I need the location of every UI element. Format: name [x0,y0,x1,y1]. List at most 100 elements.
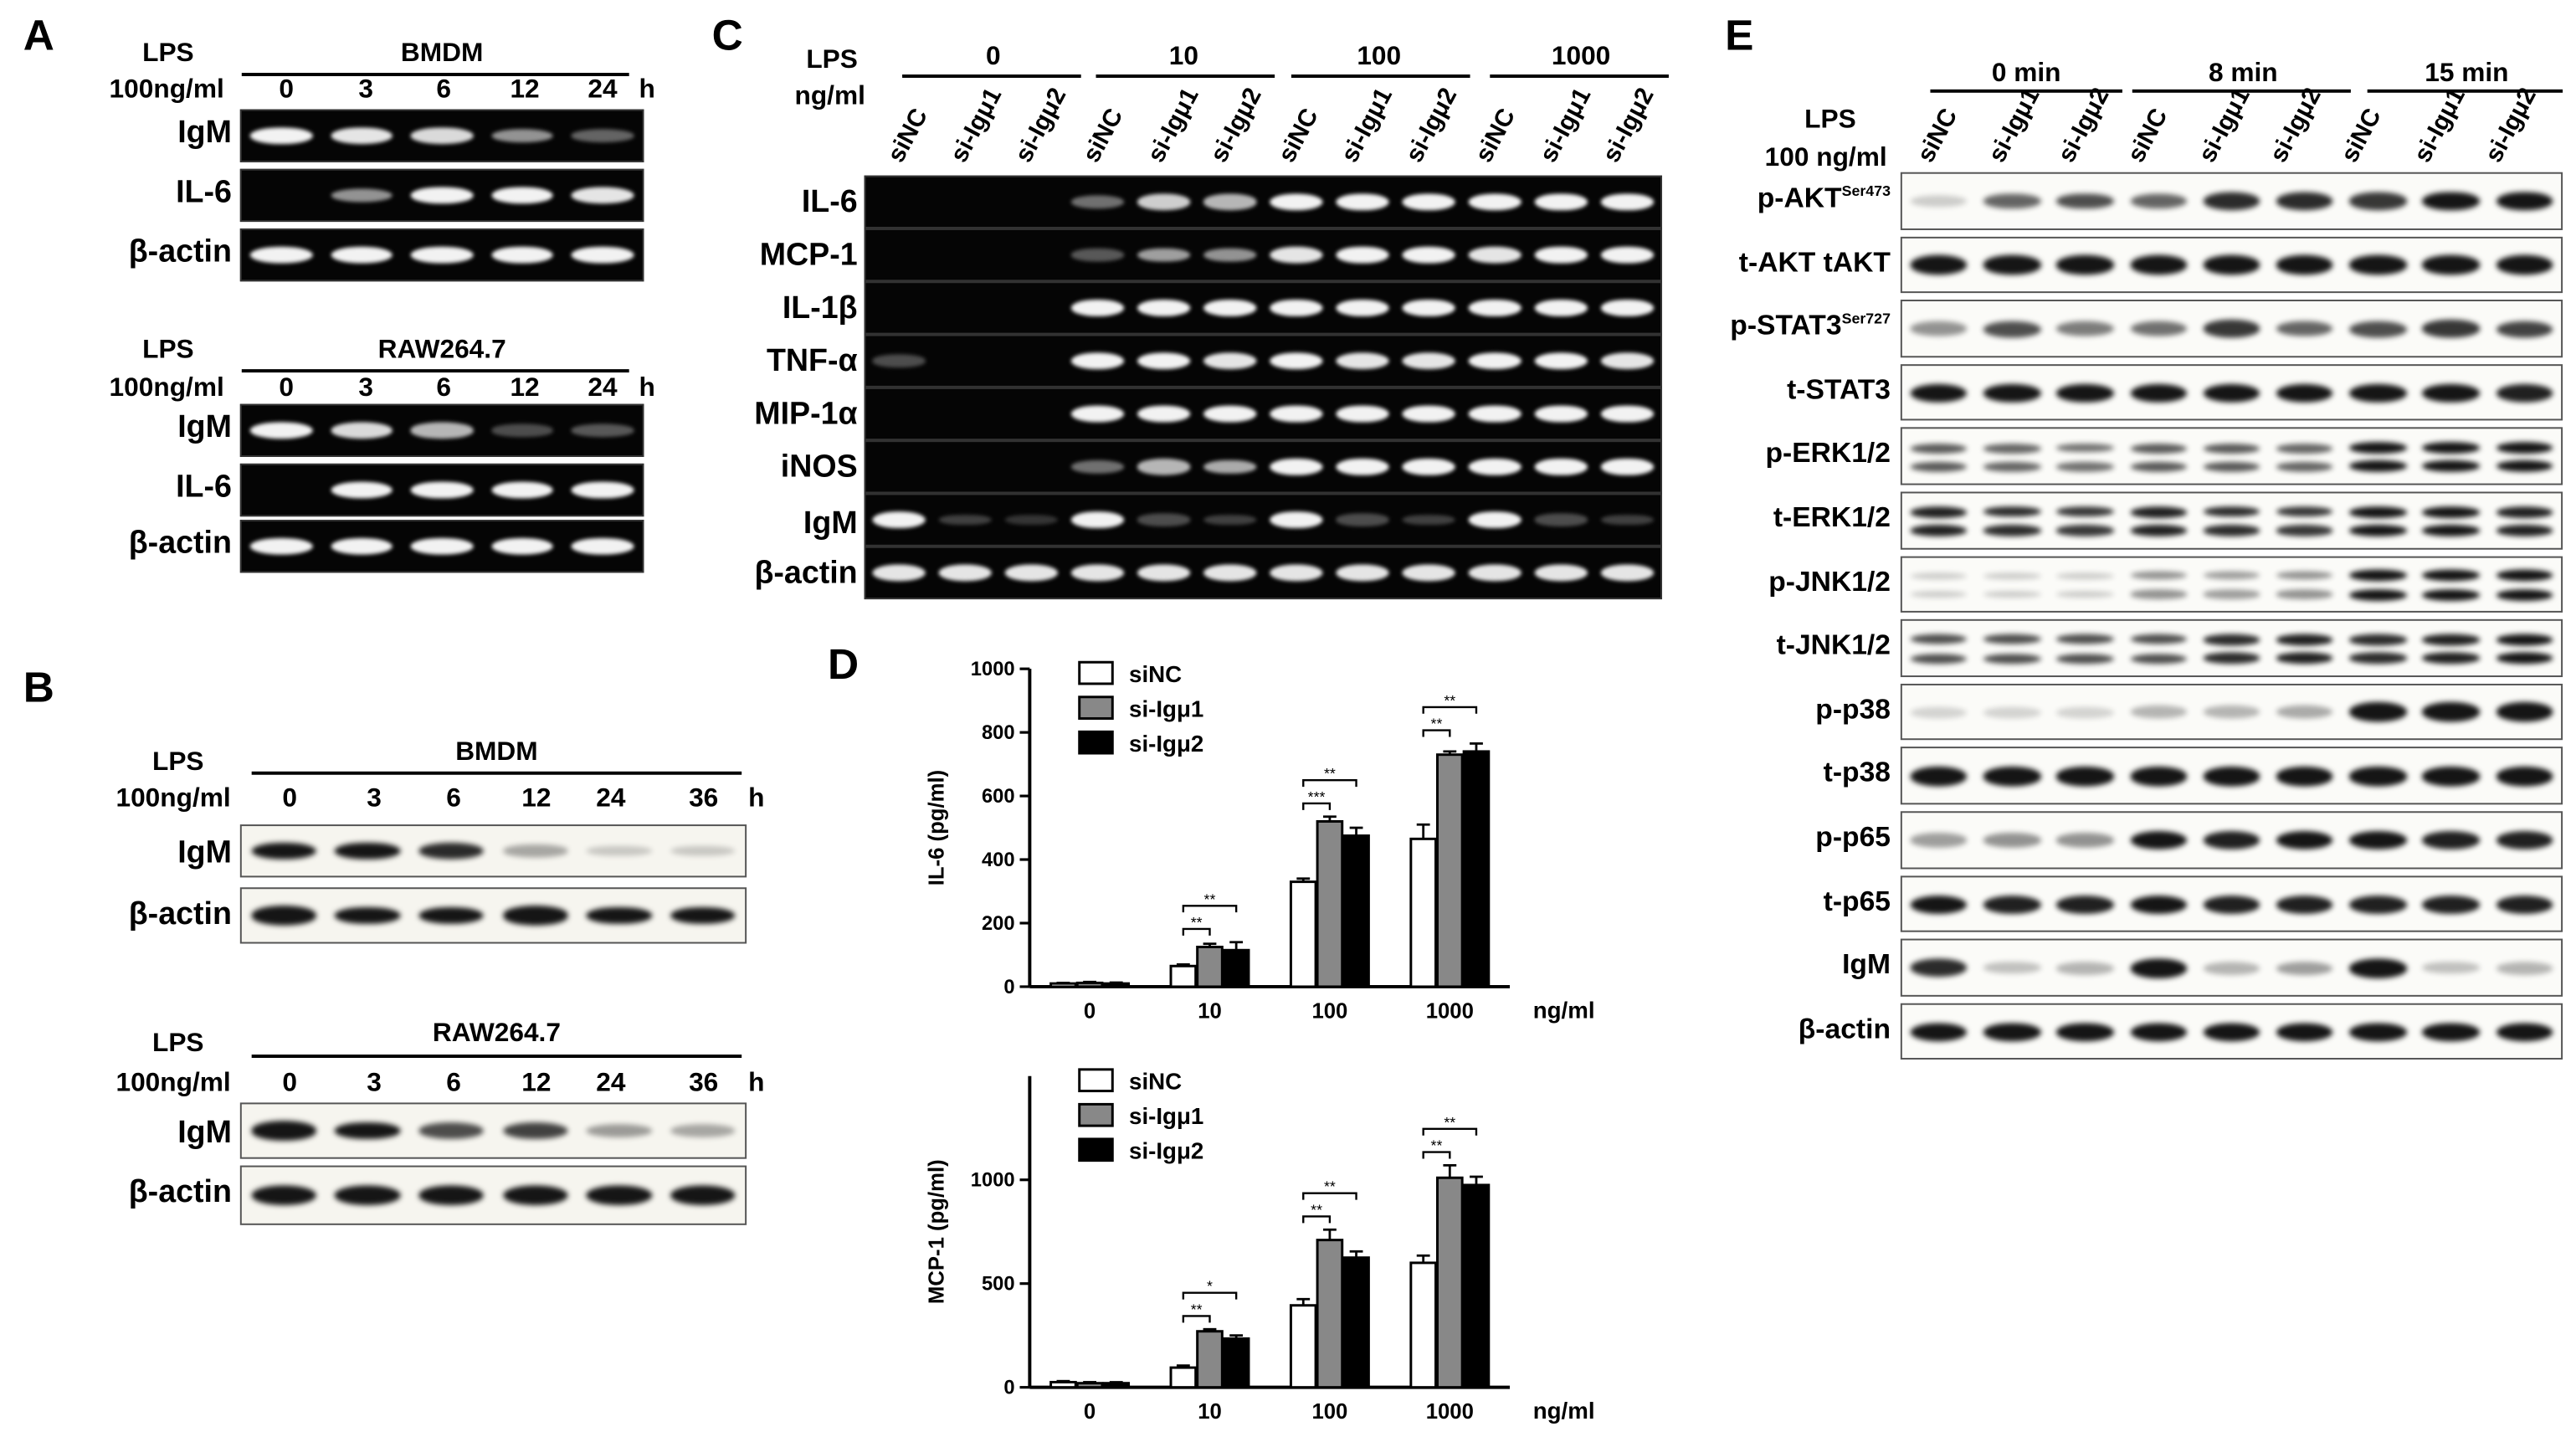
band [873,355,925,367]
band [571,424,634,437]
band [1270,352,1322,370]
bar-si-Igμ1 [1075,1382,1104,1389]
band [2056,767,2114,786]
band [1983,706,2041,719]
y-axis-label: IL-6 (pg/ml) [926,770,949,885]
band [2276,961,2334,975]
band [250,906,316,926]
band [2203,320,2260,338]
panel-a-dose-label-2: 100ng/ml [109,374,224,403]
band [2349,506,2407,518]
band [1403,514,1455,526]
band [2349,255,2407,275]
band [2496,525,2553,536]
blot-strip [1900,300,2563,357]
band [2056,961,2114,975]
band [2422,634,2480,645]
band [2056,506,2114,517]
panel-a-letter: A [23,9,54,60]
bar-siNC [1049,1380,1077,1389]
bar-siNC [1409,837,1437,988]
band [2056,443,2114,453]
band [2129,506,2188,518]
blot-strip [1900,491,2563,549]
significance-bracket [1302,1215,1332,1224]
bar-si-Igμ2 [1462,750,1491,988]
x-tick-label: 100 [1311,1400,1347,1424]
band [586,1124,652,1137]
bar-si-Igμ2 [1222,948,1250,988]
panel-e-row-name: t-STAT3 [1787,373,1891,406]
panel-b-time-label: 0 [282,1069,297,1098]
band [502,1185,568,1206]
band [2203,571,2260,581]
band [2276,767,2334,786]
blot-strip [1900,1003,2563,1060]
significance-bracket [1182,1315,1211,1323]
band [1469,352,1521,370]
band [2129,192,2188,209]
band [2129,1022,2188,1041]
panel-c-dose-0: 0 [986,43,1001,72]
band [490,424,554,437]
panel-c-dose-underline [1291,74,1470,78]
panel-b-treatment-label: LPS [151,748,204,777]
bar-siNC [1169,1366,1198,1389]
panel-a-raw-underline [241,369,629,373]
band [1270,405,1322,423]
gel-strip [239,228,644,282]
significance-label: ** [1431,716,1443,732]
bar-si-Igμ1 [1316,819,1344,988]
band [2276,255,2334,275]
gel-strip [864,546,1663,600]
panel-e-row-label: β-actin [1655,1013,1891,1046]
blot-strip [239,1102,747,1159]
band [2129,525,2188,536]
legend-label: siNC [1129,661,1182,687]
band [2422,831,2480,849]
band [586,845,652,857]
band [2203,961,2260,975]
panel-c-treatment-label: LPS [806,46,858,75]
band [490,245,554,264]
band [2129,634,2188,645]
gel-strip [239,520,644,573]
band [2129,571,2188,581]
panel-e-lane-label: si-Igμ1 [2193,83,2256,167]
band [2276,461,2334,472]
band [2422,1022,2480,1041]
panel-b-row-label: β-actin [128,897,232,932]
panel-e-row-label: p-ERK1/2 [1655,438,1891,471]
band [2056,1022,2114,1041]
band [1337,352,1388,370]
significance-label: * [1207,1278,1213,1295]
band [1910,653,1968,664]
band [2422,588,2480,601]
band [2203,443,2260,454]
panel-b-unit: h [748,784,765,813]
gel-strip [239,403,644,457]
band [1137,459,1190,475]
blot-strip [1900,875,2563,933]
significance-label: ** [1324,765,1336,782]
panel-e-row-name: p-AKT [1757,182,1842,214]
band [1910,443,1968,454]
band [2056,895,2114,914]
band [1403,405,1455,423]
panel-c-lane-label: si-Igμ2 [1400,83,1464,167]
panel-e-row-name: t-ERK1/2 [1773,501,1891,533]
bar-si-Igμ2 [1342,1256,1370,1389]
band [1535,192,1588,211]
band [1983,653,2041,664]
panel-b-time-label: 12 [521,1069,552,1098]
band [1337,514,1388,526]
panel-e-time-underline [2132,89,2351,93]
band [1469,193,1521,211]
panel-b-dose-label: 100ng/ml [115,784,231,813]
band [250,246,313,264]
panel-c-row-label: IL-1β [782,291,858,326]
band [2276,895,2334,914]
band [1137,248,1190,263]
band [2129,443,2188,454]
panel-e-row-name: p-JNK1/2 [1768,565,1891,598]
